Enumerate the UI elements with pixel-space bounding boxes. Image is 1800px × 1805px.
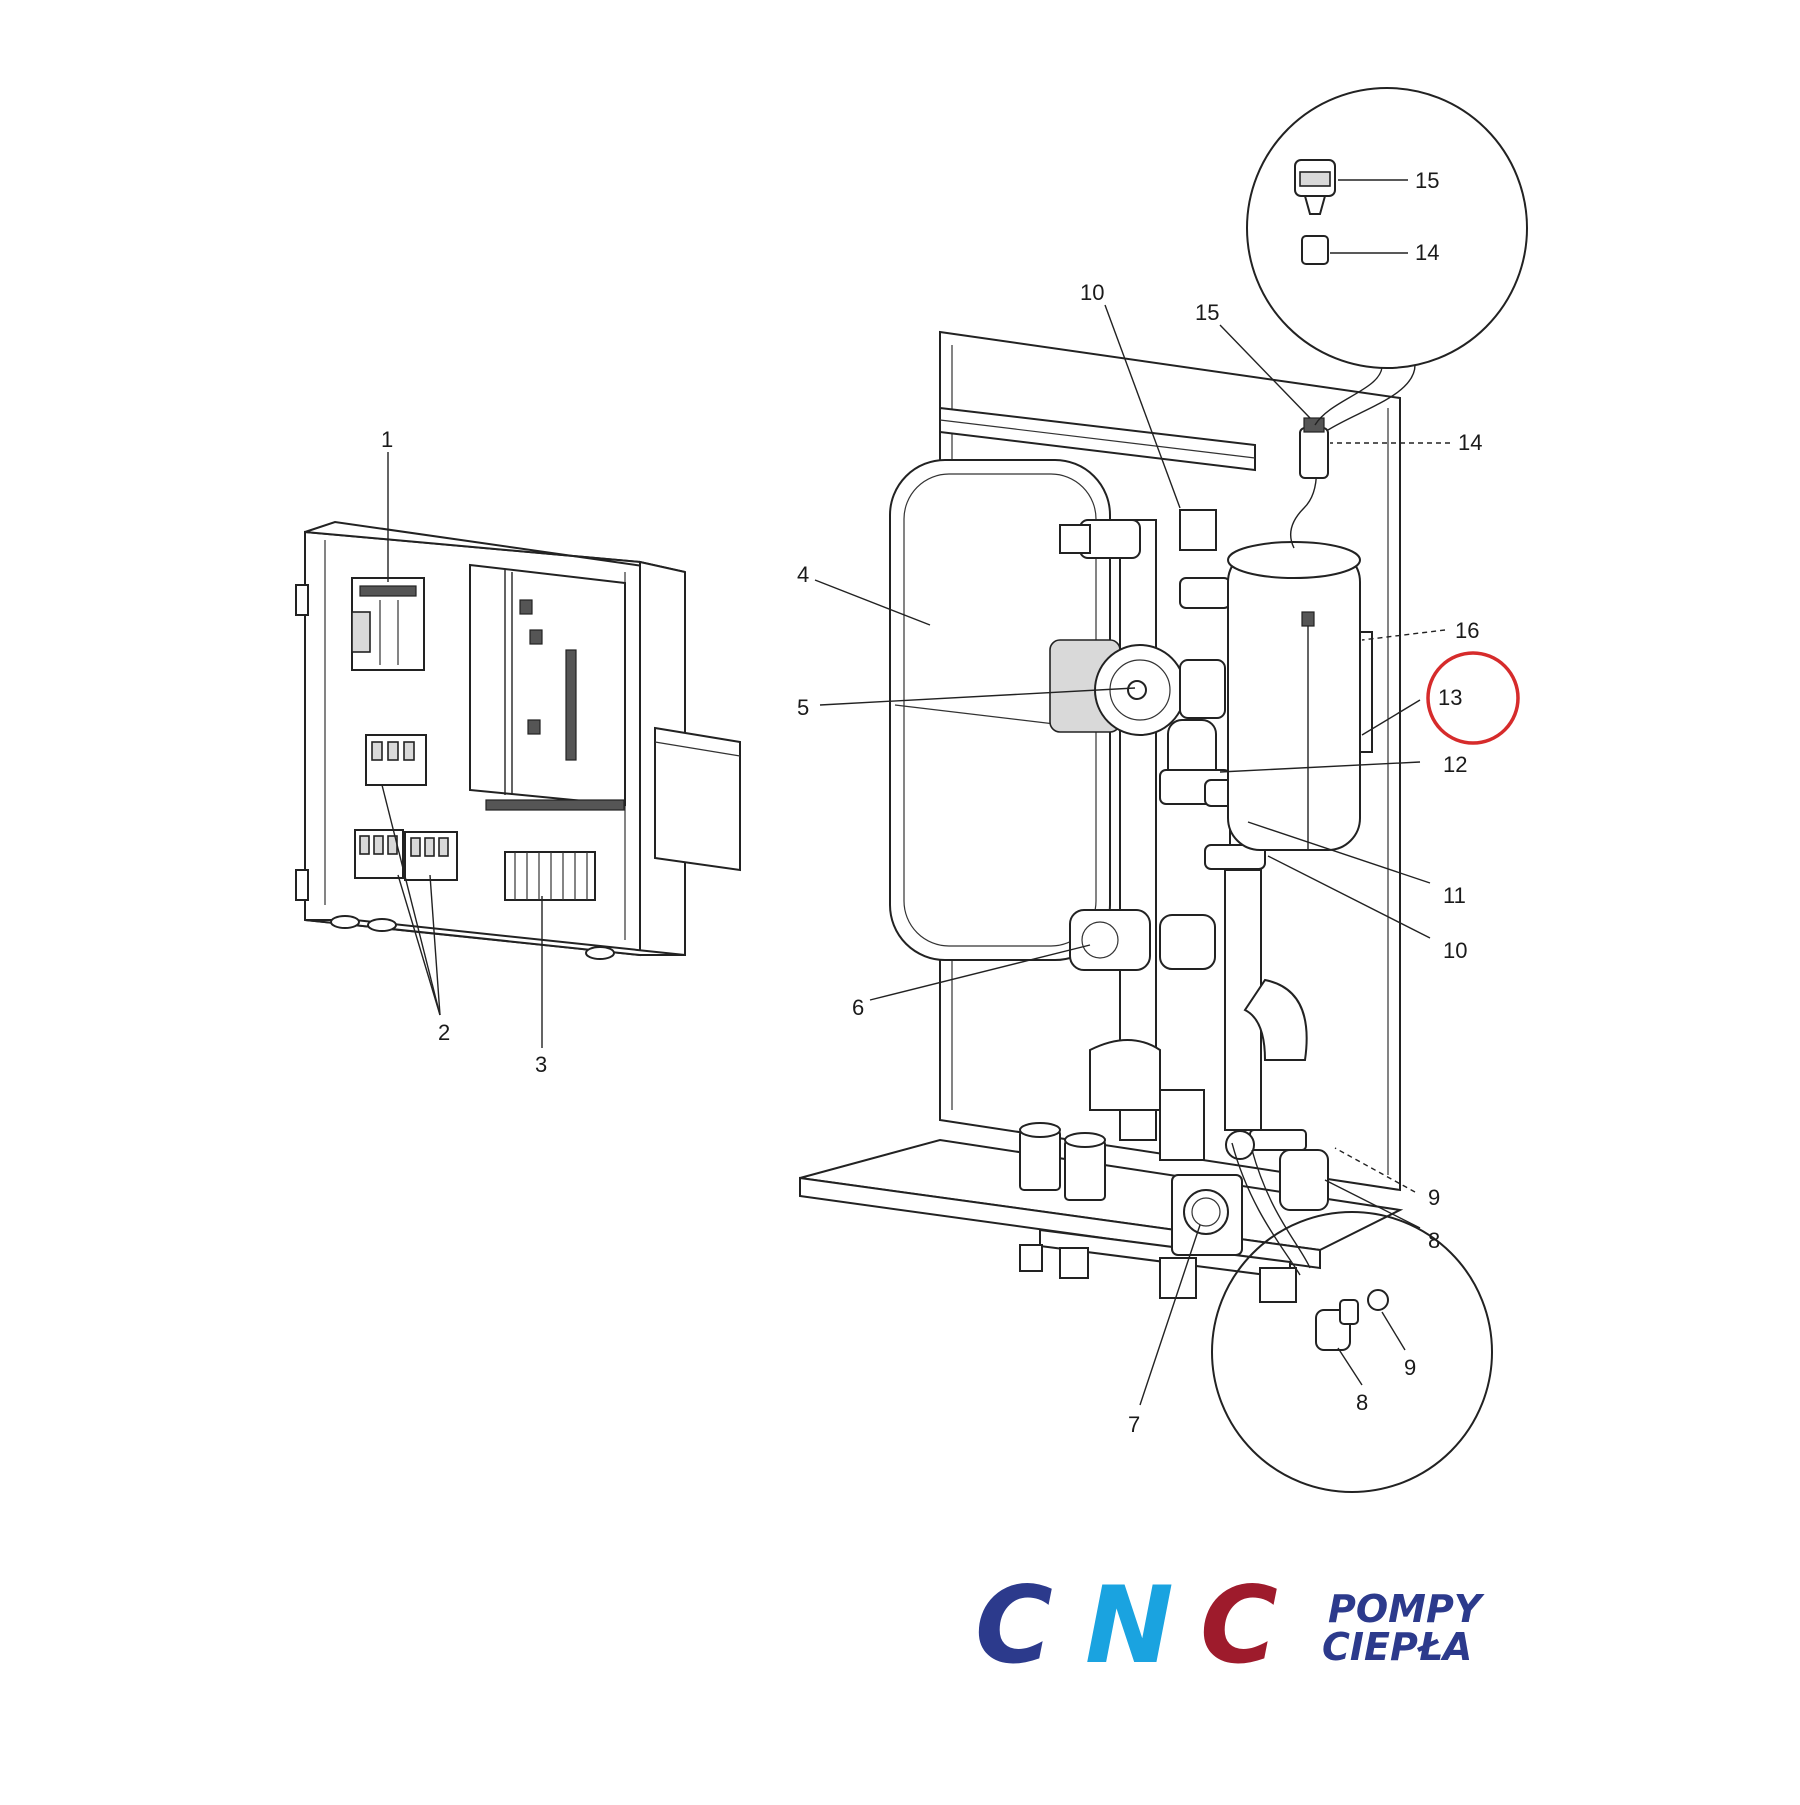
label-14-detail: 14 [1415, 240, 1439, 265]
label-5: 5 [797, 695, 809, 720]
highlight-circle-13 [1426, 651, 1520, 745]
label-10-bottom: 10 [1443, 938, 1467, 963]
pressure-gauge [1171, 1174, 1243, 1256]
label-9-detail: 9 [1404, 1355, 1416, 1380]
label-16: 16 [1455, 618, 1479, 643]
terminal-block [504, 851, 596, 901]
label-4: 4 [797, 562, 809, 587]
hydro-module: 4 5 6 7 8 9 8 9 10 10 11 12 13 [797, 87, 1528, 1493]
expansion-vessel [889, 459, 1111, 961]
strainer-valve [1225, 1130, 1329, 1211]
detail-circle-bottom [1211, 1142, 1493, 1493]
logo-letter-n: N [1085, 1564, 1174, 1687]
label-13: 13 [1438, 685, 1462, 710]
logo-letter-c1: C [975, 1564, 1053, 1687]
circuit-breaker [351, 577, 425, 671]
detail-circle-top [1246, 87, 1528, 431]
label-3: 3 [535, 1052, 547, 1077]
label-6: 6 [852, 995, 864, 1020]
label-14-main: 14 [1458, 430, 1482, 455]
control-pcb [469, 563, 626, 811]
label-10-top: 10 [1080, 280, 1104, 305]
flow-switch [1069, 909, 1216, 971]
logo-line-1: POMPY [1328, 1587, 1485, 1631]
circulation-pump [1049, 639, 1226, 736]
label-12: 12 [1443, 752, 1467, 777]
label-7: 7 [1128, 1412, 1140, 1437]
contactors [354, 734, 458, 881]
brand-logo: C N C POMPY CIEPŁA [975, 1564, 1485, 1687]
label-8-detail: 8 [1356, 1390, 1368, 1415]
label-15-detail: 15 [1415, 168, 1439, 193]
logo-line-2: CIEPŁA [1322, 1625, 1472, 1669]
label-15-main: 15 [1195, 300, 1219, 325]
label-2: 2 [438, 1020, 450, 1045]
logo-letter-c2: C [1200, 1564, 1278, 1687]
control-box: 1 2 3 [295, 427, 741, 1077]
label-11: 11 [1443, 883, 1466, 908]
label-9: 9 [1428, 1185, 1440, 1210]
label-8: 8 [1428, 1228, 1440, 1253]
label-1: 1 [381, 427, 393, 452]
backup-heater-tank [1227, 541, 1373, 851]
